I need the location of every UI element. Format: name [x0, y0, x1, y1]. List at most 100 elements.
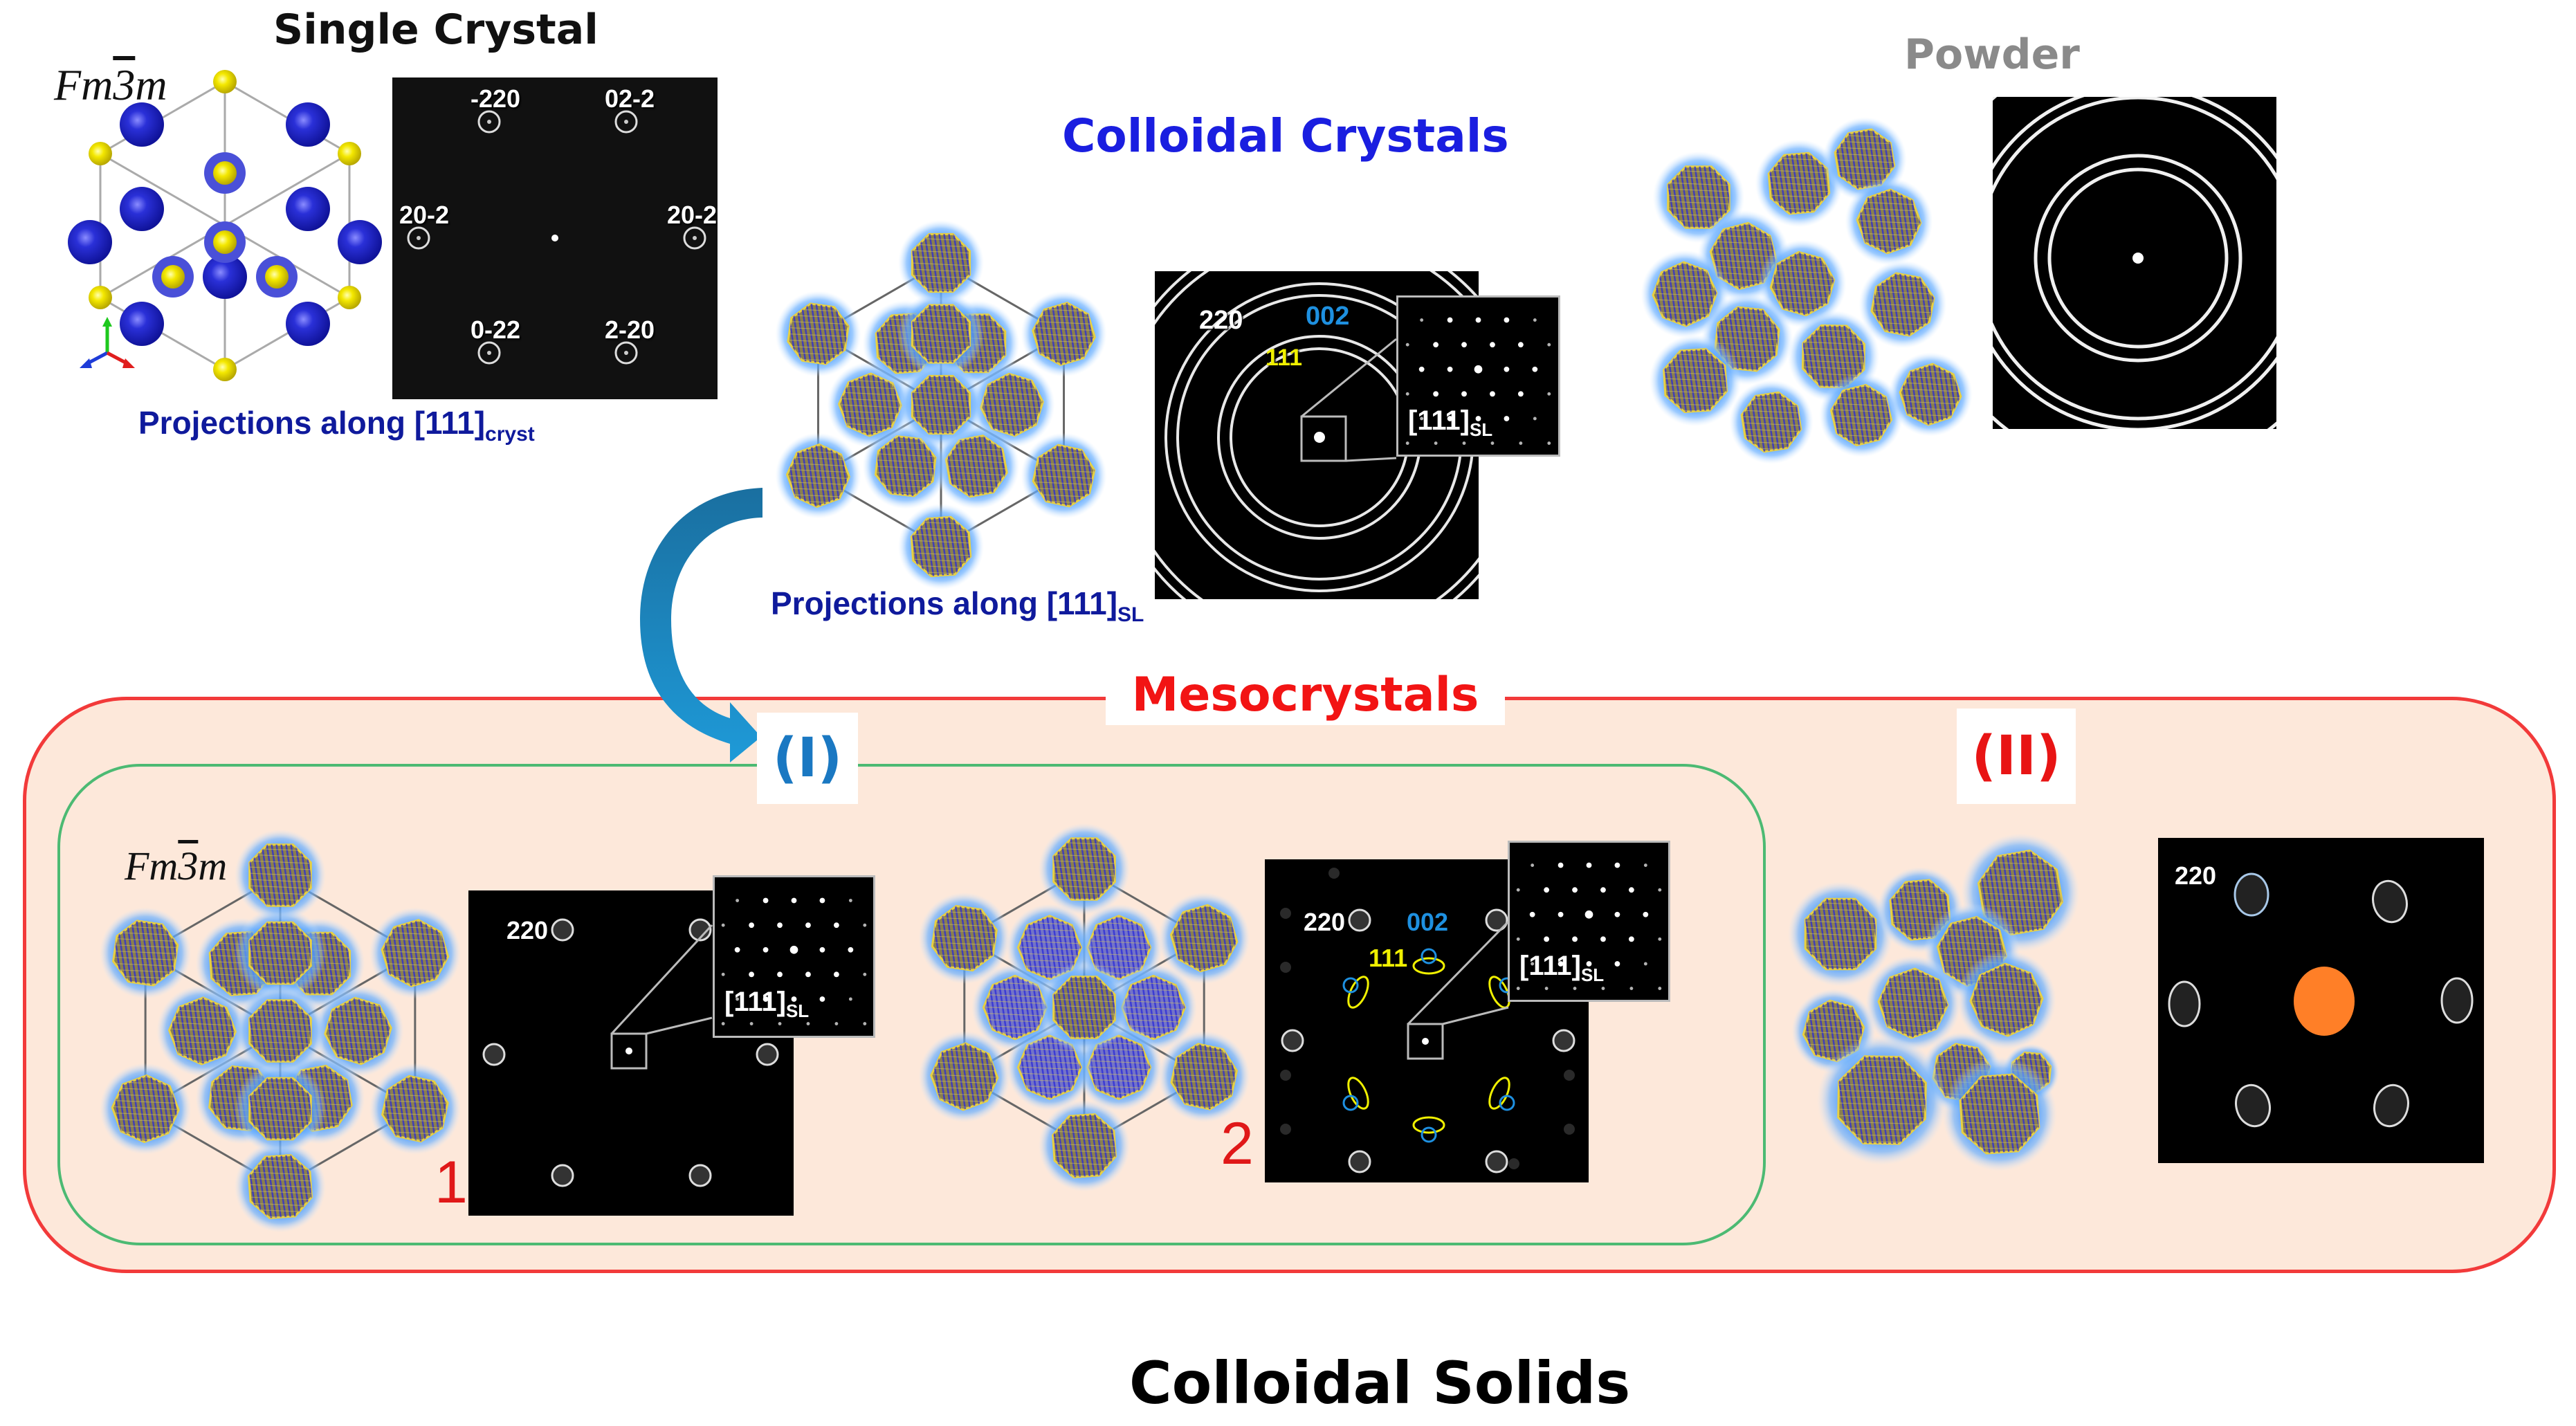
inset-spot — [1447, 317, 1453, 323]
nanoparticle — [918, 1030, 1011, 1123]
meso-II-dp-spots — [2168, 872, 2474, 1128]
inset-spot — [1547, 392, 1551, 396]
sc-spot-ring — [407, 226, 430, 250]
inset-spot — [1462, 441, 1466, 445]
inset-spot — [1490, 391, 1495, 397]
inset-spot — [863, 972, 867, 976]
inset-spot — [1547, 441, 1551, 445]
inset-spot — [749, 1022, 753, 1025]
colloidal-dp-label-220: 220 — [1199, 306, 1243, 335]
large-atom — [120, 102, 164, 147]
inset-spot — [1490, 342, 1495, 348]
colloidal-solids-title: Colloidal Solids — [1129, 1349, 1631, 1417]
inset-label: [111]SL — [1519, 951, 1604, 986]
inset-spot — [762, 897, 769, 904]
large-atom — [68, 220, 112, 264]
space-group-label: Fm3m — [54, 60, 167, 111]
mesocrystals-title: Mesocrystals — [1106, 664, 1505, 725]
nanoparticle — [369, 1063, 462, 1155]
meso2-dp-label-002: 002 — [1407, 908, 1449, 936]
inset-spot — [1533, 318, 1537, 322]
inset-spot — [1475, 416, 1481, 421]
nanoparticle — [369, 907, 462, 999]
nanoparticle — [99, 907, 192, 999]
inset-spot — [1601, 987, 1605, 990]
inset-spot — [1461, 342, 1467, 348]
inset-spot — [1544, 936, 1550, 942]
nanoparticle — [99, 1063, 192, 1155]
inset-label: [111]SL — [1408, 405, 1492, 441]
inset-spot — [1504, 416, 1510, 421]
nanoparticle — [1942, 1057, 2057, 1171]
inset-spot — [805, 922, 811, 929]
single-crystal-title: Single Crystal — [273, 6, 599, 54]
meso1-dp-spots — [482, 918, 779, 1187]
inset-spot — [1420, 318, 1424, 322]
inset-spot — [1490, 441, 1495, 445]
inset-spot — [1629, 987, 1634, 990]
sc-spot-ring — [614, 110, 638, 134]
space-group-bar-digit: 3 — [113, 60, 136, 109]
nanoparticle — [1729, 380, 1814, 464]
inset-spot — [791, 996, 797, 1002]
small-atom — [338, 286, 361, 309]
inset-spot — [1572, 936, 1578, 942]
projection-text: Projections along [111] — [771, 585, 1118, 621]
meso2-dp-label-220: 220 — [1304, 908, 1346, 936]
nanoparticle — [827, 361, 913, 448]
sc-dp-label: 0-22 — [471, 316, 521, 344]
small-atoms — [89, 70, 361, 381]
inset-spot — [1434, 441, 1438, 445]
nanoparticle — [234, 1063, 327, 1155]
inset-spot — [1531, 962, 1535, 966]
inset-label-text: [111] — [1408, 405, 1470, 436]
inset-spot — [1558, 961, 1564, 967]
inset-label-text: [111] — [724, 987, 786, 1017]
sc-dp-label: 2-20 — [605, 316, 655, 344]
inset-spot — [1558, 911, 1564, 917]
projection-subscript: SL — [1117, 603, 1144, 627]
nanoparticle — [775, 432, 861, 519]
inset-spot — [1643, 863, 1647, 867]
nanoparticle — [918, 892, 1011, 985]
inset-spot — [819, 996, 825, 1002]
nanoparticle — [1038, 1099, 1131, 1192]
nanoparticle — [1158, 1030, 1250, 1123]
single-crystal-projection-caption: Projections along [111]cryst — [138, 404, 535, 446]
nanoparticle — [234, 1140, 327, 1233]
inset-spot — [863, 1022, 867, 1025]
nanoparticle — [1021, 291, 1107, 377]
sc-dp-label: 02-2 — [605, 84, 655, 113]
space-group-suffix: m — [135, 60, 167, 109]
meso1-dp-inset: [111]SL — [713, 875, 875, 1038]
nanoparticle — [897, 503, 985, 590]
large-atoms — [68, 102, 382, 346]
inset-spot — [721, 1022, 725, 1025]
nanoparticle — [234, 907, 327, 999]
sc-spot-ring — [477, 110, 501, 134]
inset-spot — [1531, 863, 1535, 867]
nanoparticle — [1888, 352, 1973, 437]
nanoparticle — [1819, 373, 1903, 457]
sc-dp-label: 20-2 — [399, 201, 450, 229]
colloidal-projection-caption: Projections along [111]SL — [771, 585, 1144, 627]
meso1-superlattice-projection — [99, 829, 462, 1233]
group-I-label: (I) — [757, 713, 858, 804]
nanoparticle — [897, 361, 985, 448]
axis-triad-icon — [80, 317, 135, 368]
space-group-prefix: Fm — [54, 60, 113, 109]
inset-spot — [1519, 441, 1523, 445]
inset-spot — [1614, 911, 1620, 917]
inset-spot — [1573, 987, 1577, 990]
case-2-number: 2 — [1221, 1110, 1254, 1177]
colloidal-dp-label-111: 111 — [1266, 345, 1302, 371]
powder-diffraction-pattern — [1993, 97, 2276, 429]
inset-superlattice-spots — [1516, 862, 1662, 990]
inset-superlattice-spots — [721, 897, 867, 1025]
inset-spot — [1586, 961, 1592, 967]
space-group-bar-digit: 3 — [178, 843, 199, 888]
nanoparticle — [1957, 950, 2056, 1050]
inset-spot — [736, 899, 740, 902]
colloidal-dp-inset: [111]SL — [1396, 295, 1560, 457]
group-I-text: (I) — [772, 727, 843, 789]
